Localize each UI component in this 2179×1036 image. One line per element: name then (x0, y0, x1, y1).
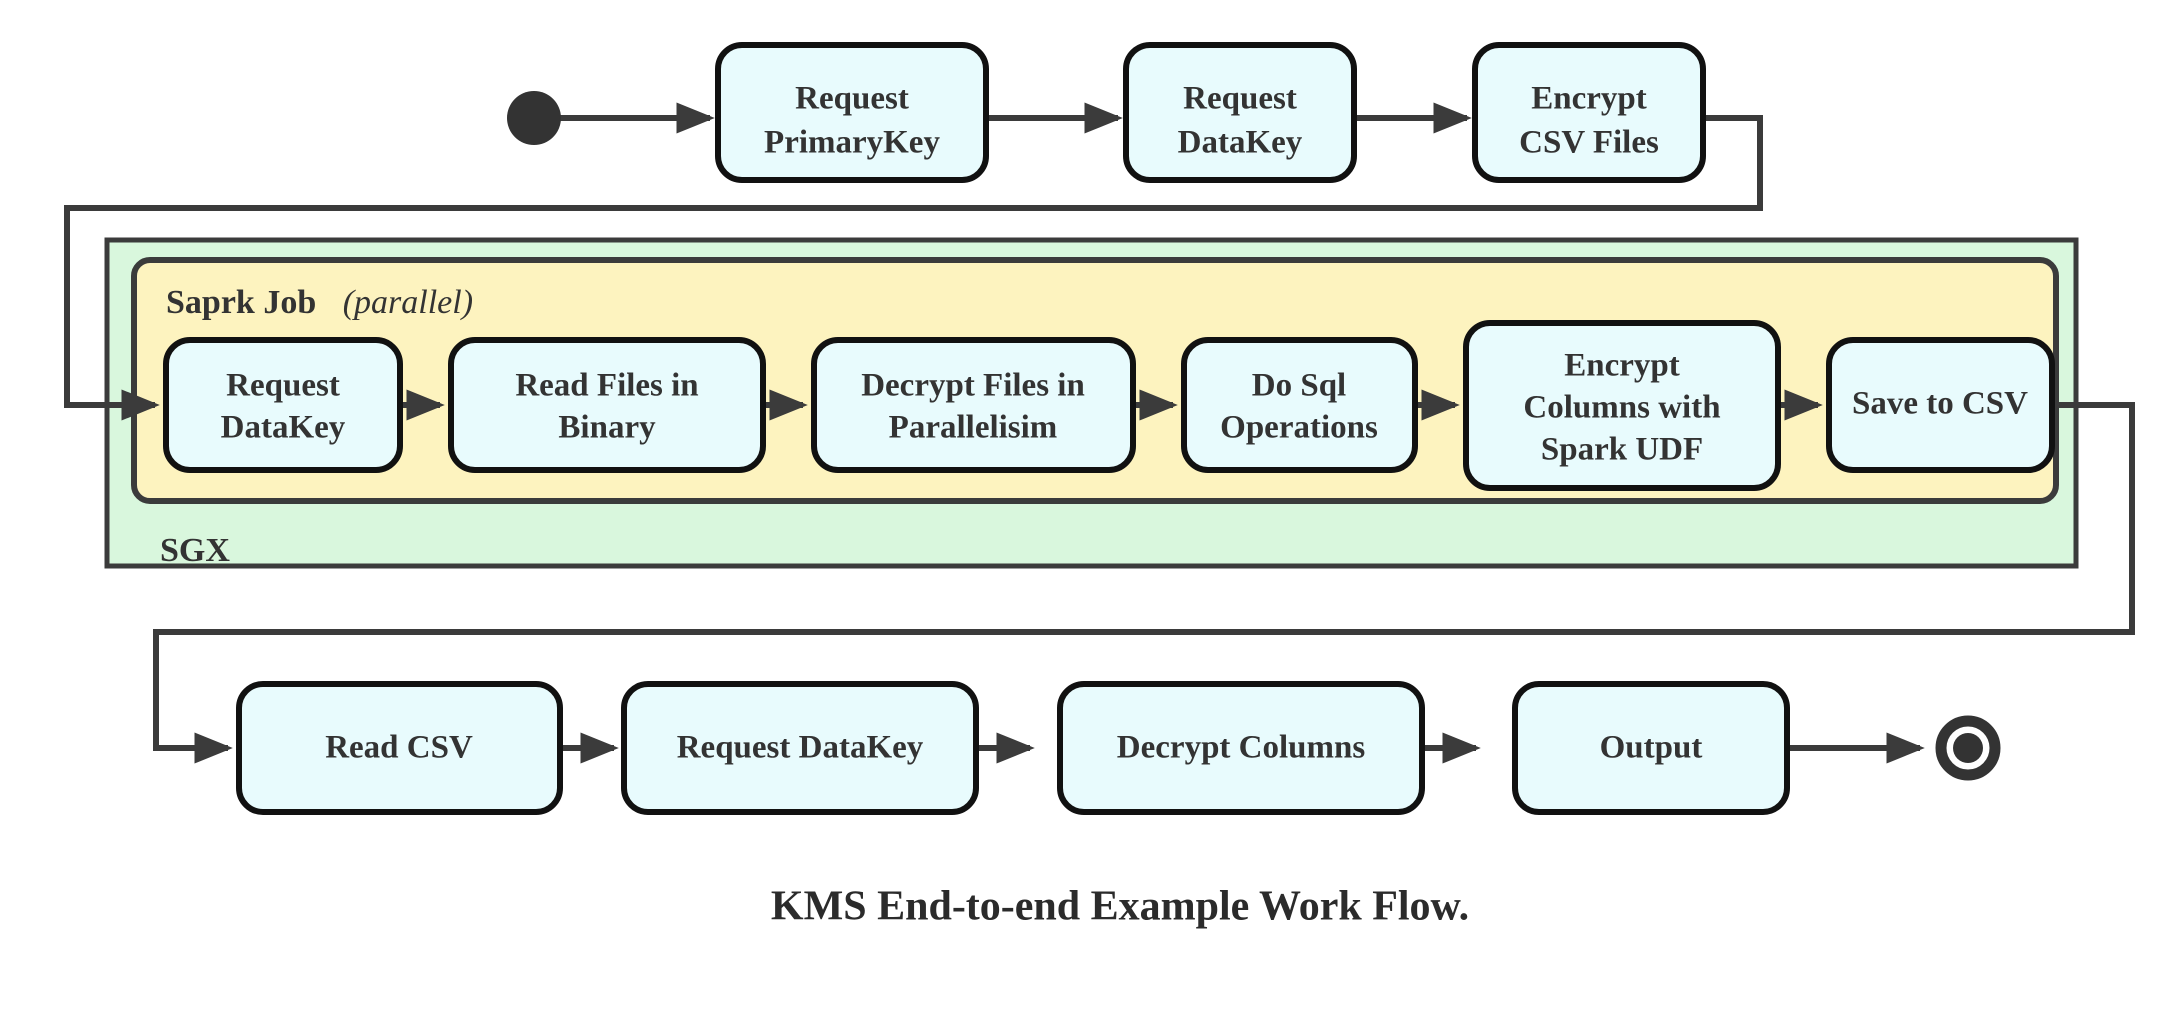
node-do-sql-operations-line-2: Operations (1220, 410, 1378, 446)
node-encrypt-csv-files-line-2: CSV Files (1519, 125, 1659, 161)
node-read-files-in-binary-line-2: Binary (558, 410, 656, 446)
node-encrypt-csv-files-line-1: Encrypt (1531, 81, 1647, 117)
node-request-primarykey-line-2: PrimaryKey (764, 125, 940, 161)
edge-encrypt-csv-files-to-request-datakey-spark (64, 115, 1763, 421)
node-decrypt-columns-label: Decrypt Columns (1117, 730, 1366, 766)
node-request-datakey-top-line-2: DataKey (1178, 125, 1303, 161)
node-request-datakey-spark[interactable]: Request DataKey (163, 337, 403, 473)
node-request-datakey-top[interactable]: Request DataKey (1123, 42, 1357, 183)
node-output-label: Output (1600, 730, 1703, 766)
node-encrypt-columns-with-spark-udf[interactable]: Encrypt Columns with Spark UDF (1463, 320, 1781, 491)
node-request-datakey-spark-line-1: Request (226, 368, 340, 404)
node-do-sql-operations-line-1: Do Sql (1252, 368, 1346, 404)
node-read-csv[interactable]: Read CSV (236, 681, 563, 815)
node-decrypt-columns[interactable]: Decrypt Columns (1057, 681, 1425, 815)
node-request-datakey-bottom-label: Request DataKey (677, 730, 924, 766)
node-decrypt-files-in-parallelisim-line-2: Parallelisim (889, 410, 1058, 446)
node-save-to-csv[interactable]: Save to CSV (1826, 337, 2055, 473)
node-output[interactable]: Output (1512, 681, 1790, 815)
start-node (507, 91, 561, 145)
spark-job-container-label: Saprk Job (parallel) (166, 284, 473, 321)
node-encrypt-columns-line-3: Spark UDF (1541, 432, 1703, 468)
end-node (1935, 715, 2001, 781)
node-encrypt-columns-line-2: Columns with (1523, 390, 1720, 426)
node-encrypt-columns-line-1: Encrypt (1564, 348, 1680, 384)
node-read-csv-label: Read CSV (325, 730, 473, 766)
node-request-primarykey-line-1: Request (795, 81, 909, 117)
diagram-caption: KMS End-to-end Example Work Flow. (771, 884, 1469, 930)
node-decrypt-files-in-parallelisim-line-1: Decrypt Files in (861, 368, 1085, 404)
spark-job-qualifier: (parallel) (343, 284, 473, 321)
node-read-files-in-binary[interactable]: Read Files in Binary (448, 337, 766, 473)
node-request-datakey-spark-line-2: DataKey (221, 410, 346, 446)
node-request-primarykey[interactable]: Request PrimaryKey (715, 42, 989, 183)
node-do-sql-operations[interactable]: Do Sql Operations (1181, 337, 1418, 473)
node-request-datakey-top-line-1: Request (1183, 81, 1297, 117)
node-read-files-in-binary-line-1: Read Files in (515, 368, 698, 404)
node-decrypt-files-in-parallelisim[interactable]: Decrypt Files in Parallelisim (811, 337, 1136, 473)
sgx-container-label: SGX (160, 532, 230, 569)
edge-save-to-csv-to-read-csv (153, 402, 2135, 764)
node-save-to-csv-line-1: Save to CSV (1852, 386, 2028, 422)
node-encrypt-csv-files[interactable]: Encrypt CSV Files (1472, 42, 1706, 183)
spark-job-label-text: Saprk Job (166, 284, 316, 321)
node-request-datakey-bottom[interactable]: Request DataKey (621, 681, 979, 815)
